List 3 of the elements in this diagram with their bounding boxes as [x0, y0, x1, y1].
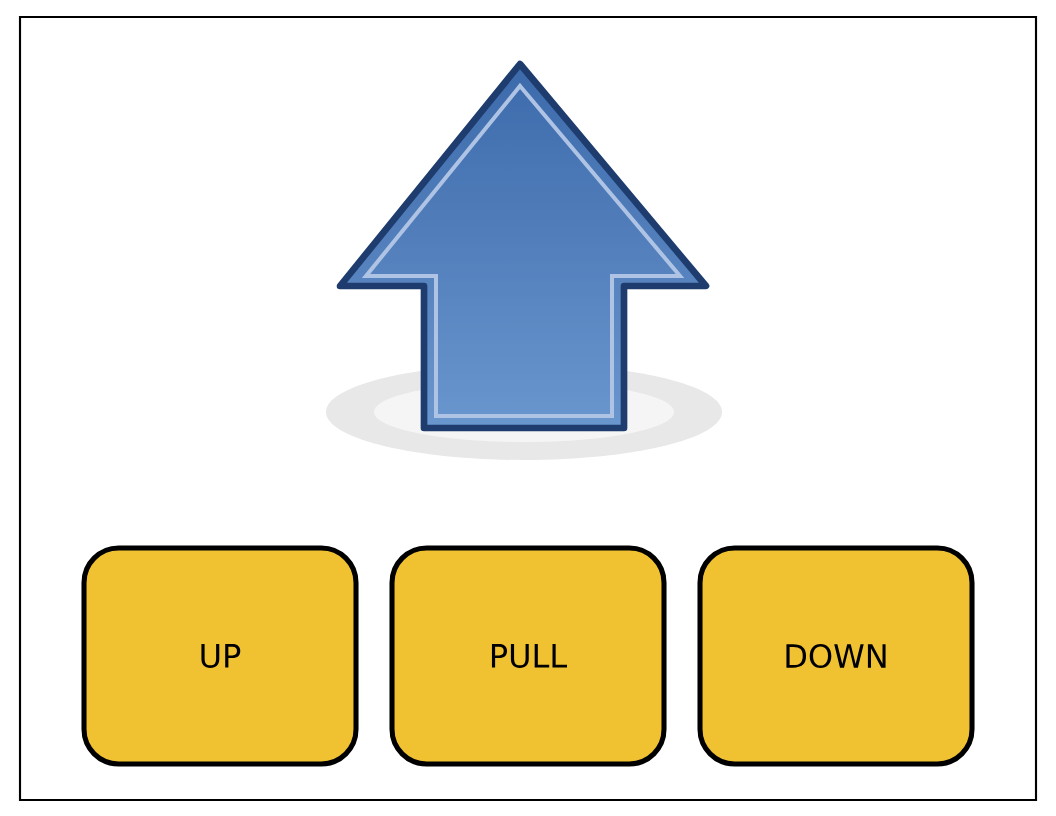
button-box: DOWN — [697, 545, 975, 767]
button-box: UP — [81, 545, 359, 767]
button-box: PULL — [389, 545, 667, 767]
